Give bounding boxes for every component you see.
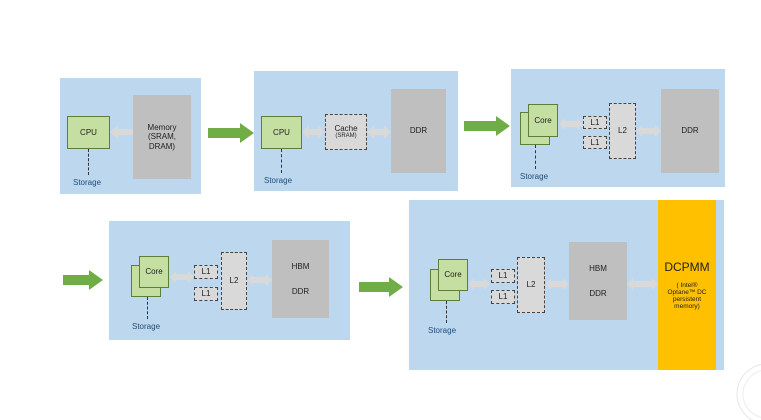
stage3-connector-arrow-2 [636, 125, 661, 137]
stage3-l2-box: L2 [609, 103, 636, 159]
stage1-storage-link [88, 149, 89, 175]
stage5-dcpmm-box: DCPMM ( Intel® Optane™ DC persistent mem… [658, 200, 716, 370]
stage4-l1b-box: L1 [194, 287, 218, 301]
stage5-memory-box: HBM DDR [569, 242, 627, 320]
stage4-l1a-box: L1 [194, 265, 218, 279]
stage5-connector-arrow-3 [627, 278, 658, 290]
stage3-ddr-box: DDR [661, 89, 719, 173]
stage5-l2-box: L2 [517, 257, 545, 313]
stage2-storage-label: Storage [264, 176, 293, 185]
stage5-core-box: Core [438, 259, 468, 291]
stage4-storage-label: Storage [132, 322, 161, 331]
stage1-memory-box: Memory (SRAM, DRAM) [133, 95, 191, 179]
stage5-ddr-label: DDR [589, 288, 607, 298]
stage2-connector-arrow-1 [302, 125, 325, 139]
stage4-ddr-label: DDR [291, 286, 310, 296]
stage1-memory-line2: (SRAM, [147, 132, 176, 142]
stage1-cpu-box: CPU [67, 116, 110, 149]
stage4-connector-arrow-1 [170, 271, 194, 283]
stage4-core-label: Core [145, 267, 163, 277]
stage1-storage-label: Storage [73, 178, 102, 187]
stage5-storage-label: Storage [428, 326, 457, 335]
stage5-dcpmm-line2: Optane™ DC [667, 289, 707, 296]
stage2-cpu-label: CPU [273, 127, 290, 137]
stage3-l1a-box: L1 [583, 116, 607, 129]
stage4-hbm-label: HBM [291, 261, 310, 271]
stage2-ddr-label: DDR [409, 126, 428, 136]
stage5-hbm-label: HBM [589, 263, 607, 273]
stage4-l2-box: L2 [221, 252, 247, 310]
stage4-l1b-label: L1 [201, 289, 211, 299]
stage2-cache-line2: (SRAM) [335, 133, 357, 140]
stage2-cache-line1: Cache [334, 123, 358, 133]
stage1-connector-arrow [110, 125, 134, 139]
stage4-l1a-label: L1 [201, 267, 211, 277]
stage5-storage-link [446, 301, 447, 323]
stage5-dcpmm-line4: memory) [674, 303, 700, 310]
stage2-cache-box: Cache (SRAM) [325, 114, 367, 150]
stage3-storage-link [535, 145, 536, 169]
stage3-l2-label: L2 [618, 126, 627, 136]
stage2-storage-link [281, 149, 282, 173]
stage5-l1b-label: L1 [498, 292, 508, 302]
corner-seal-watermark [736, 364, 761, 420]
stage5-l1b-box: L1 [491, 290, 515, 304]
stage2-cpu-box: CPU [261, 116, 302, 149]
stage3-l1b-label: L1 [590, 137, 600, 147]
stage3-l1a-label: L1 [590, 117, 600, 127]
stage5-dcpmm-line1: ( Intel® [676, 282, 698, 289]
stage2-connector-arrow-2 [367, 125, 391, 139]
stage5-l1a-box: L1 [491, 269, 515, 283]
stage4-l2-label: L2 [229, 276, 239, 286]
stage3-storage-label: Storage [520, 172, 549, 181]
stage1-memory-line3: DRAM) [148, 141, 176, 151]
stage3-core-label: Core [534, 115, 552, 125]
stage1-cpu-label: CPU [80, 127, 97, 137]
stage3-ddr-label: DDR [681, 126, 699, 136]
stage5-connector-arrow-2 [545, 278, 569, 290]
stage4-core-box: Core [139, 256, 169, 288]
stage3-core-box: Core [528, 104, 558, 137]
stage4-memory-box: HBM DDR [272, 240, 329, 318]
stage5-l2-label: L2 [526, 280, 536, 290]
stage3-l1b-box: L1 [583, 136, 607, 149]
stage4-storage-link [147, 297, 148, 319]
stage4-connector-arrow-2 [247, 274, 272, 286]
stage5-connector-arrow-1 [468, 278, 490, 290]
stage3-connector-arrow-1 [559, 118, 583, 130]
flow-arrow-2 [464, 116, 510, 136]
flow-arrow-3 [63, 270, 103, 290]
stage5-dcpmm-title: DCPMM [664, 260, 710, 274]
stage5-core-label: Core [444, 270, 462, 280]
stage2-ddr-box: DDR [391, 89, 446, 173]
flow-arrow-1 [208, 123, 254, 143]
flow-arrow-4 [359, 277, 403, 297]
stage1-memory-line1: Memory [147, 123, 177, 133]
stage5-dcpmm-line3: persistent [672, 296, 702, 303]
stage5-l1a-label: L1 [498, 271, 508, 281]
